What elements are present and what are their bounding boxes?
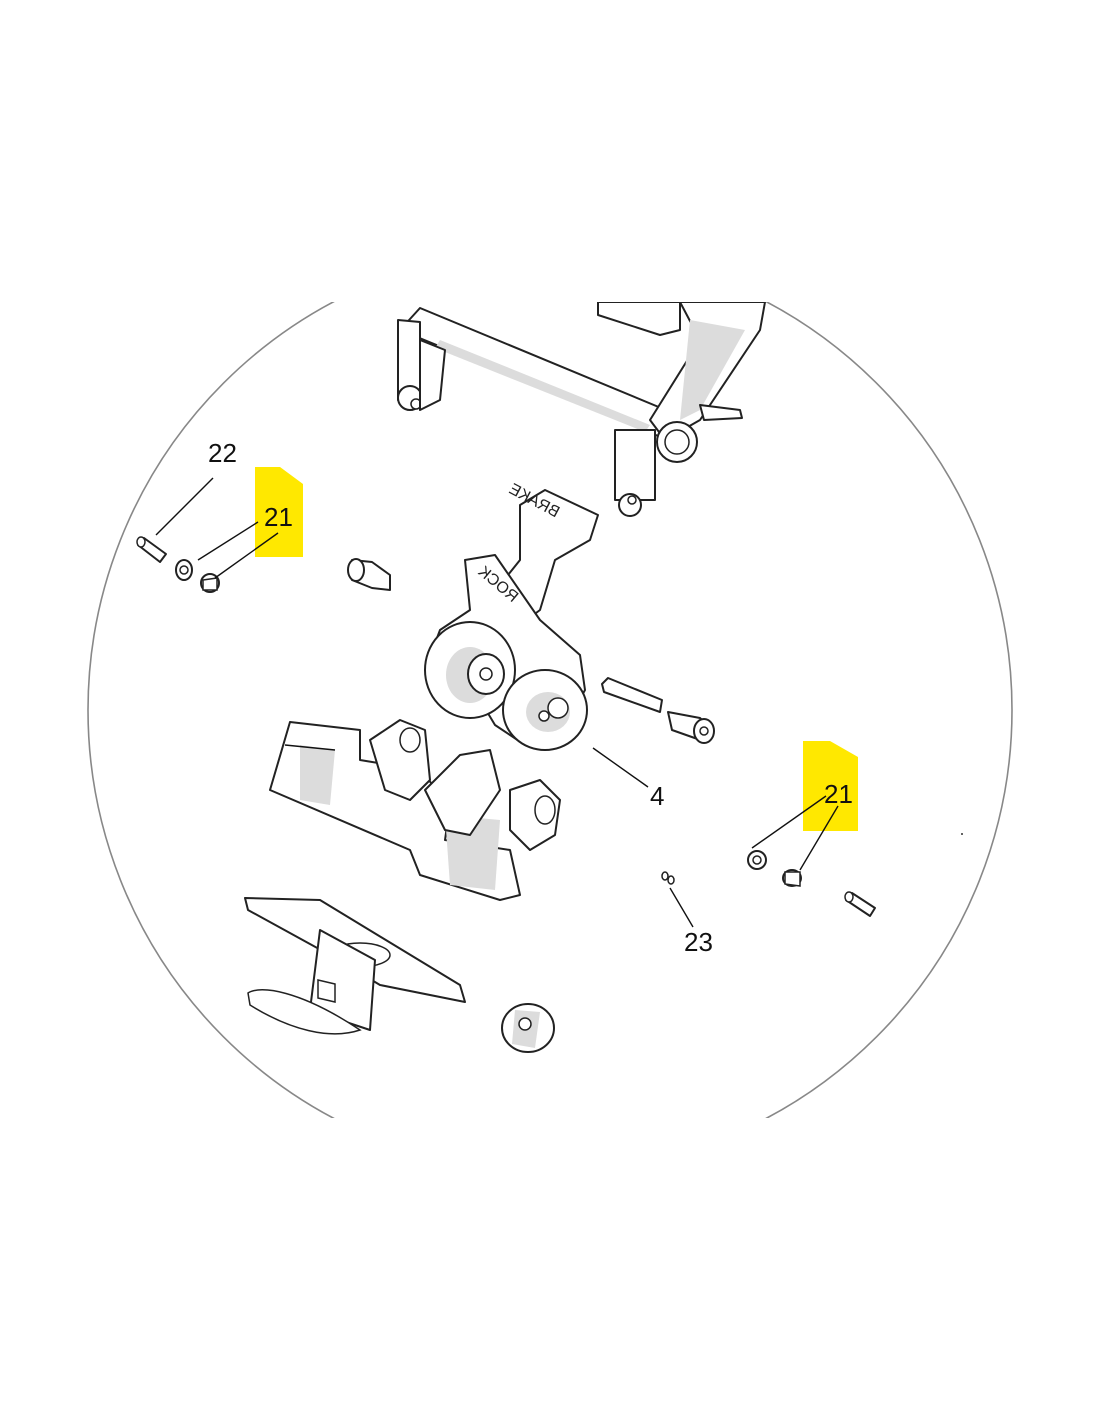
leader-4 — [592, 747, 649, 788]
leader-21-left-cap — [214, 532, 279, 579]
stray-dot — [961, 833, 963, 835]
axle-and-screw — [601, 677, 715, 744]
leader-22 — [155, 477, 214, 536]
right-small-parts — [661, 833, 963, 917]
shoulder-bolt — [347, 558, 391, 591]
highlight-tab-21-left — [255, 467, 303, 557]
left-small-parts — [136, 536, 220, 593]
base-plate — [244, 897, 466, 1035]
frame-assembly — [397, 302, 766, 517]
leader-23 — [669, 887, 694, 928]
callout-21-left: 21 — [264, 502, 293, 532]
brake-caster-assembly: BRAKE ROCK — [424, 481, 599, 751]
leader-21-right-cap — [799, 805, 839, 871]
leader-21-left-washer — [197, 521, 259, 561]
callout-23: 23 — [684, 927, 713, 957]
callout-21-right: 21 — [824, 779, 853, 809]
detail-circle-border — [87, 302, 1013, 1118]
cap-nut — [501, 1003, 555, 1053]
callout-22: 22 — [208, 438, 237, 468]
leader-21-right-washer — [751, 795, 827, 849]
fork-bracket — [269, 719, 561, 901]
highlight-tab-21-right — [803, 741, 858, 831]
callout-4: 4 — [650, 781, 664, 811]
